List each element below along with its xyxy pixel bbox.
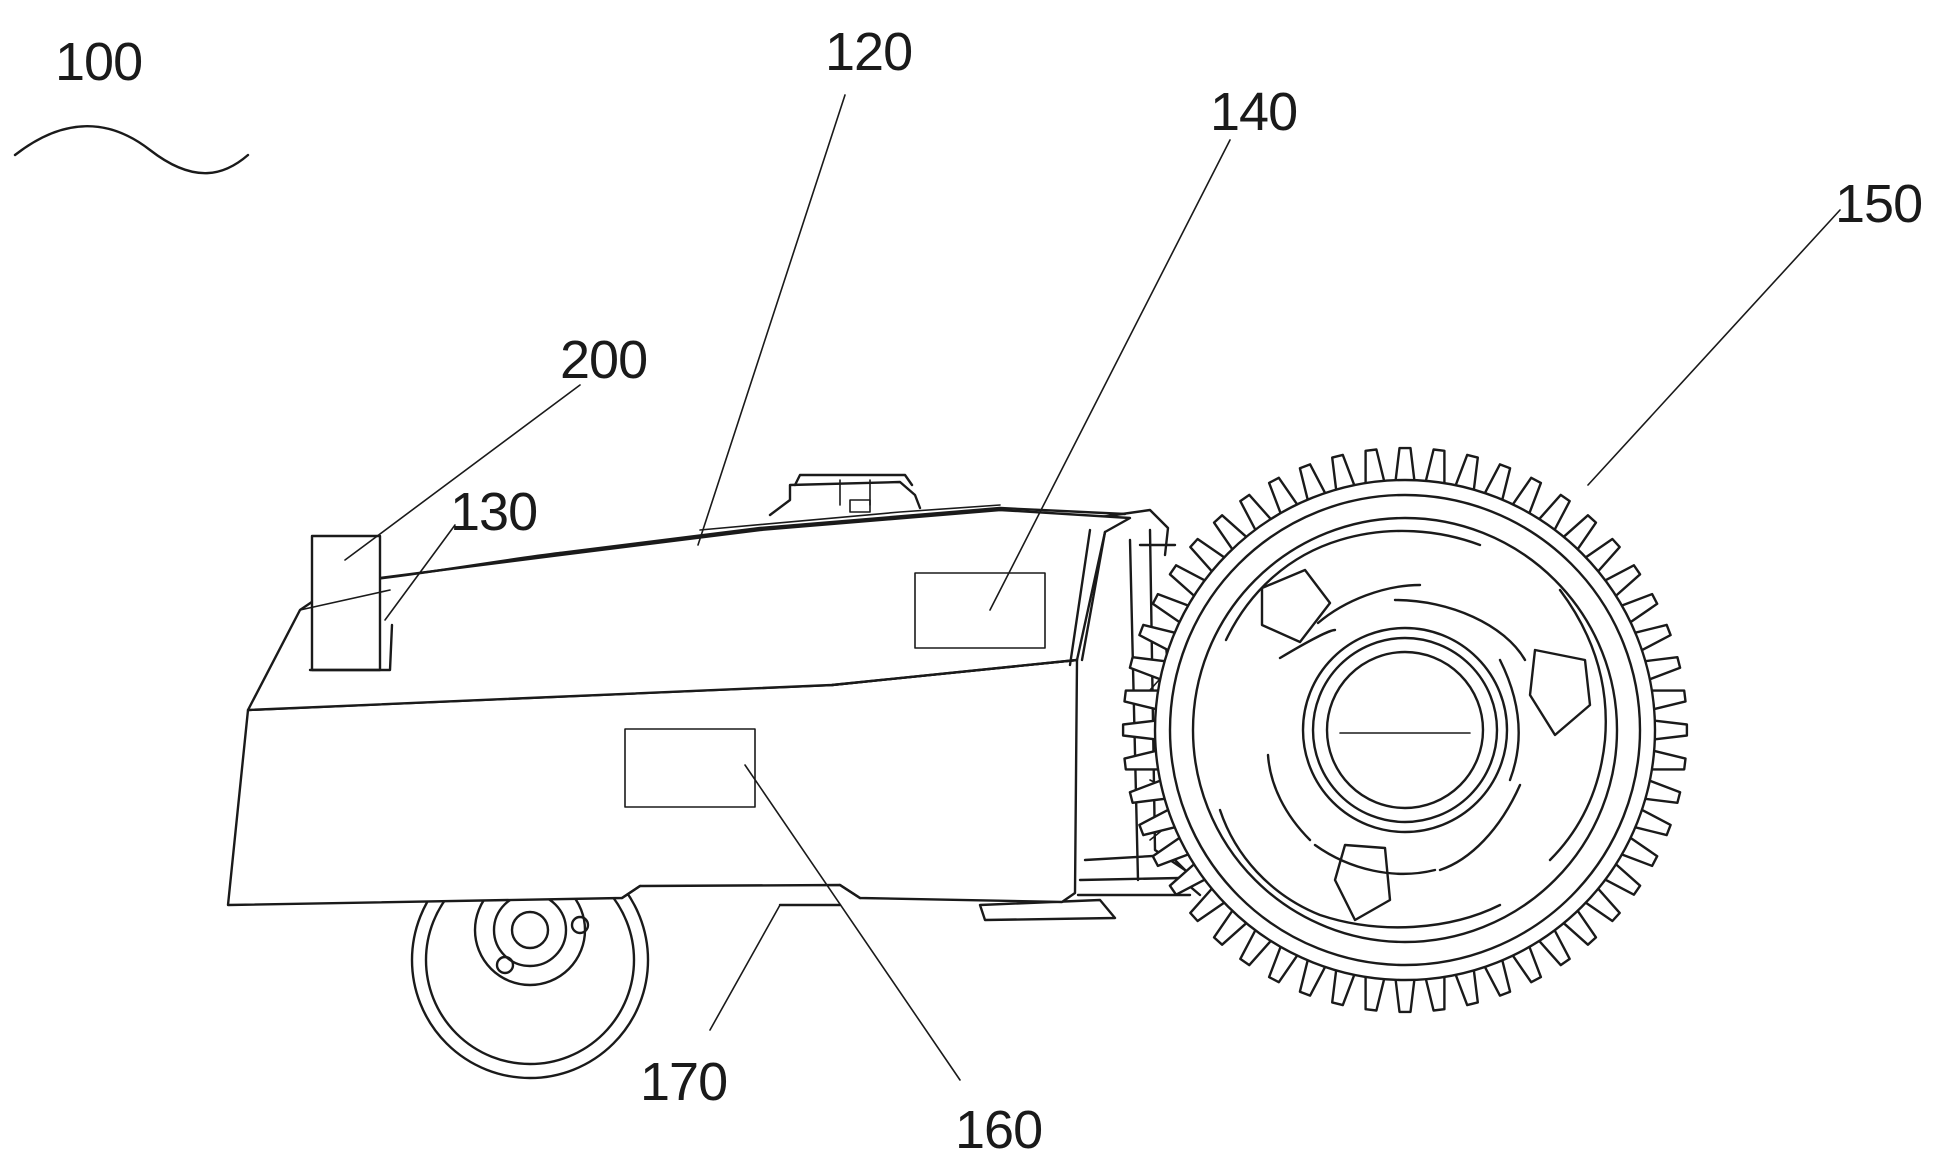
tire-tooth	[1125, 691, 1161, 710]
tire-tooth	[1366, 450, 1385, 486]
tire-tooth	[1425, 975, 1444, 1011]
label-sensor-front: 130	[450, 482, 537, 542]
tire-tooth	[1395, 448, 1414, 482]
tire-tooth	[1425, 450, 1444, 486]
tire-tooth	[1650, 691, 1686, 710]
tire-tooth	[1650, 750, 1686, 769]
module-block	[312, 536, 380, 670]
drive-wheel	[1123, 448, 1687, 1012]
label-cutter: 170	[640, 1052, 727, 1112]
tire-tooth	[1366, 975, 1385, 1011]
top-handle	[770, 475, 920, 515]
tire-tooth	[1123, 720, 1157, 739]
label-assembly: 100	[55, 32, 142, 92]
label-sensor-side: 160	[955, 1100, 1042, 1160]
label-module: 200	[560, 330, 647, 390]
tire-tooth	[1395, 978, 1414, 1012]
label-housing: 120	[825, 22, 912, 82]
label-drive-wheel: 150	[1835, 174, 1922, 234]
tire-tooth	[1653, 720, 1687, 739]
tire-tooth	[1125, 750, 1161, 769]
label-sensor-top: 140	[1210, 82, 1297, 142]
assembly-squiggle	[15, 126, 248, 173]
